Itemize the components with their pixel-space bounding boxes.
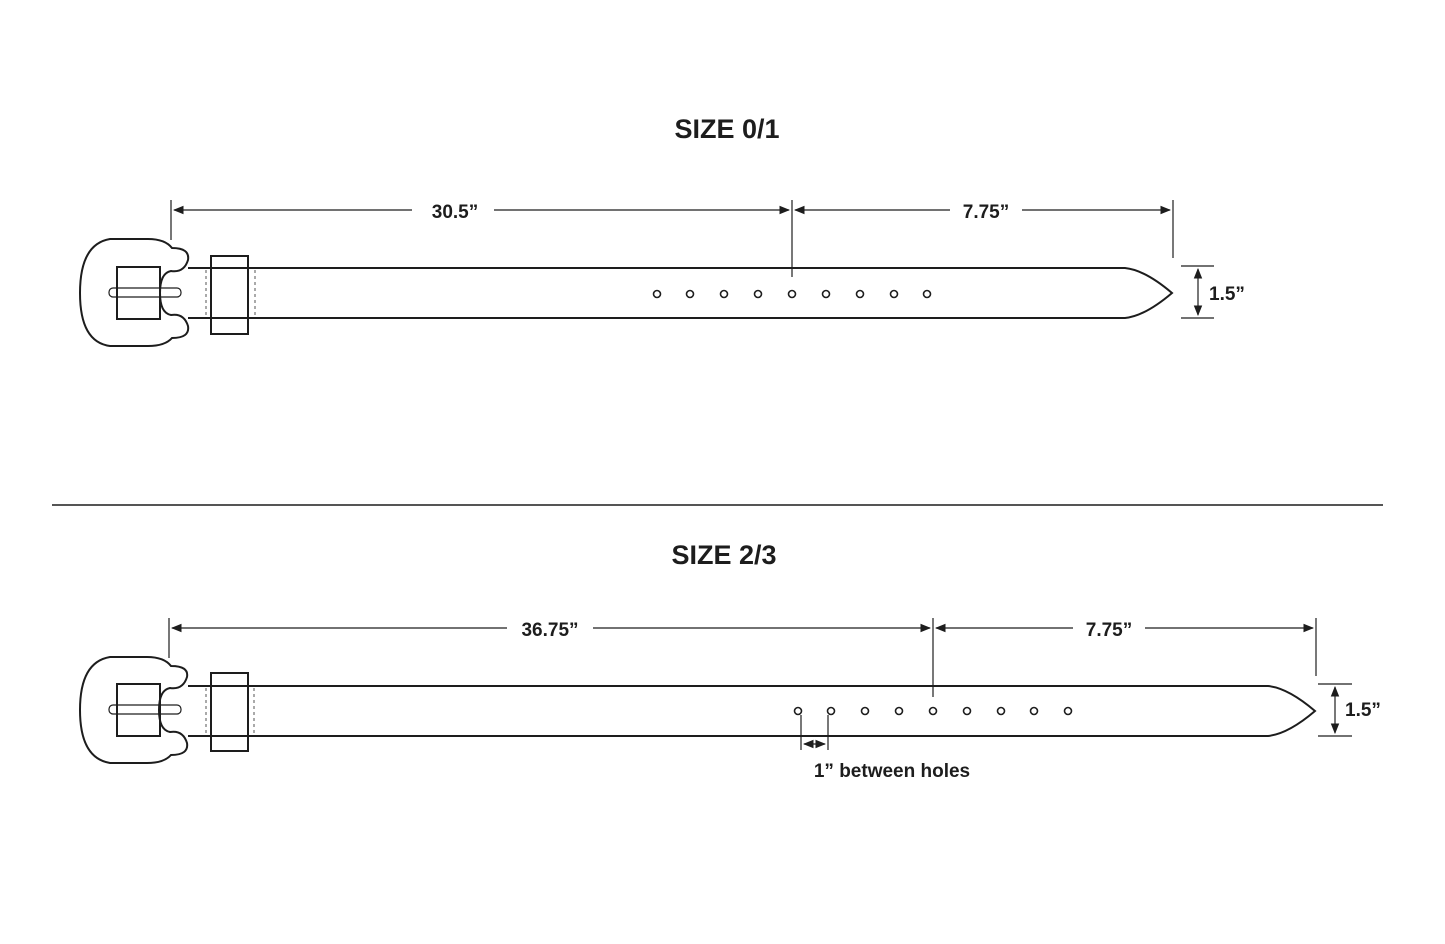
buckle xyxy=(78,238,190,347)
belt-hole xyxy=(962,706,972,716)
buckle xyxy=(78,656,189,764)
belt-strap xyxy=(188,267,1174,319)
section-size-2-3: SIZE 2/3 36.75” 7.75” 1.5” xyxy=(78,540,1381,782)
belt-hole xyxy=(753,289,763,299)
buckle-prong xyxy=(108,287,182,298)
belt-hole xyxy=(1029,706,1039,716)
belt-hole xyxy=(894,706,904,716)
tip-dimension: 7.75” xyxy=(793,200,1174,258)
belt-hole xyxy=(793,706,803,716)
buckle-frame xyxy=(78,238,190,347)
hole-row xyxy=(652,289,932,299)
width-label: 1.5” xyxy=(1345,700,1381,721)
buckle-prong xyxy=(108,704,182,715)
belt-hole xyxy=(855,289,865,299)
width-dimension: 1.5” xyxy=(1318,683,1381,737)
belt-hole xyxy=(787,289,797,299)
hole-spacing-dimension: 1” between holes xyxy=(800,715,970,782)
belt-hole xyxy=(685,289,695,299)
belt-hole xyxy=(922,289,932,299)
length-dimension: 36.75” xyxy=(168,618,934,697)
width-label: 1.5” xyxy=(1209,284,1245,305)
buckle-frame xyxy=(78,656,189,764)
length-label: 30.5” xyxy=(432,202,478,223)
tip-dimension: 7.75” xyxy=(934,618,1317,676)
tip-label: 7.75” xyxy=(963,202,1009,223)
belt-strap xyxy=(188,685,1317,737)
belt-hole xyxy=(860,706,870,716)
section-title: SIZE 0/1 xyxy=(674,114,779,144)
hole-spacing-label: 1” between holes xyxy=(814,761,970,782)
belt-hole xyxy=(719,289,729,299)
section-size-0-1: SIZE 0/1 30.5” 7.75” 1.5” xyxy=(78,114,1245,347)
hole-row xyxy=(793,706,1073,716)
belt-hole xyxy=(826,706,836,716)
belt-hole xyxy=(996,706,1006,716)
tip-label: 7.75” xyxy=(1086,620,1132,641)
length-dimension: 30.5” xyxy=(170,200,793,277)
section-title: SIZE 2/3 xyxy=(671,540,776,570)
belt-hole xyxy=(889,289,899,299)
belt-hole xyxy=(928,706,938,716)
belt-hole xyxy=(652,289,662,299)
buckle-opening xyxy=(116,266,161,320)
width-dimension: 1.5” xyxy=(1181,265,1245,319)
belt-hole xyxy=(1063,706,1073,716)
belt-keeper xyxy=(210,672,249,752)
length-label: 36.75” xyxy=(521,620,578,641)
belt-hole xyxy=(821,289,831,299)
belt-keeper xyxy=(210,255,249,335)
buckle-opening xyxy=(116,683,161,737)
